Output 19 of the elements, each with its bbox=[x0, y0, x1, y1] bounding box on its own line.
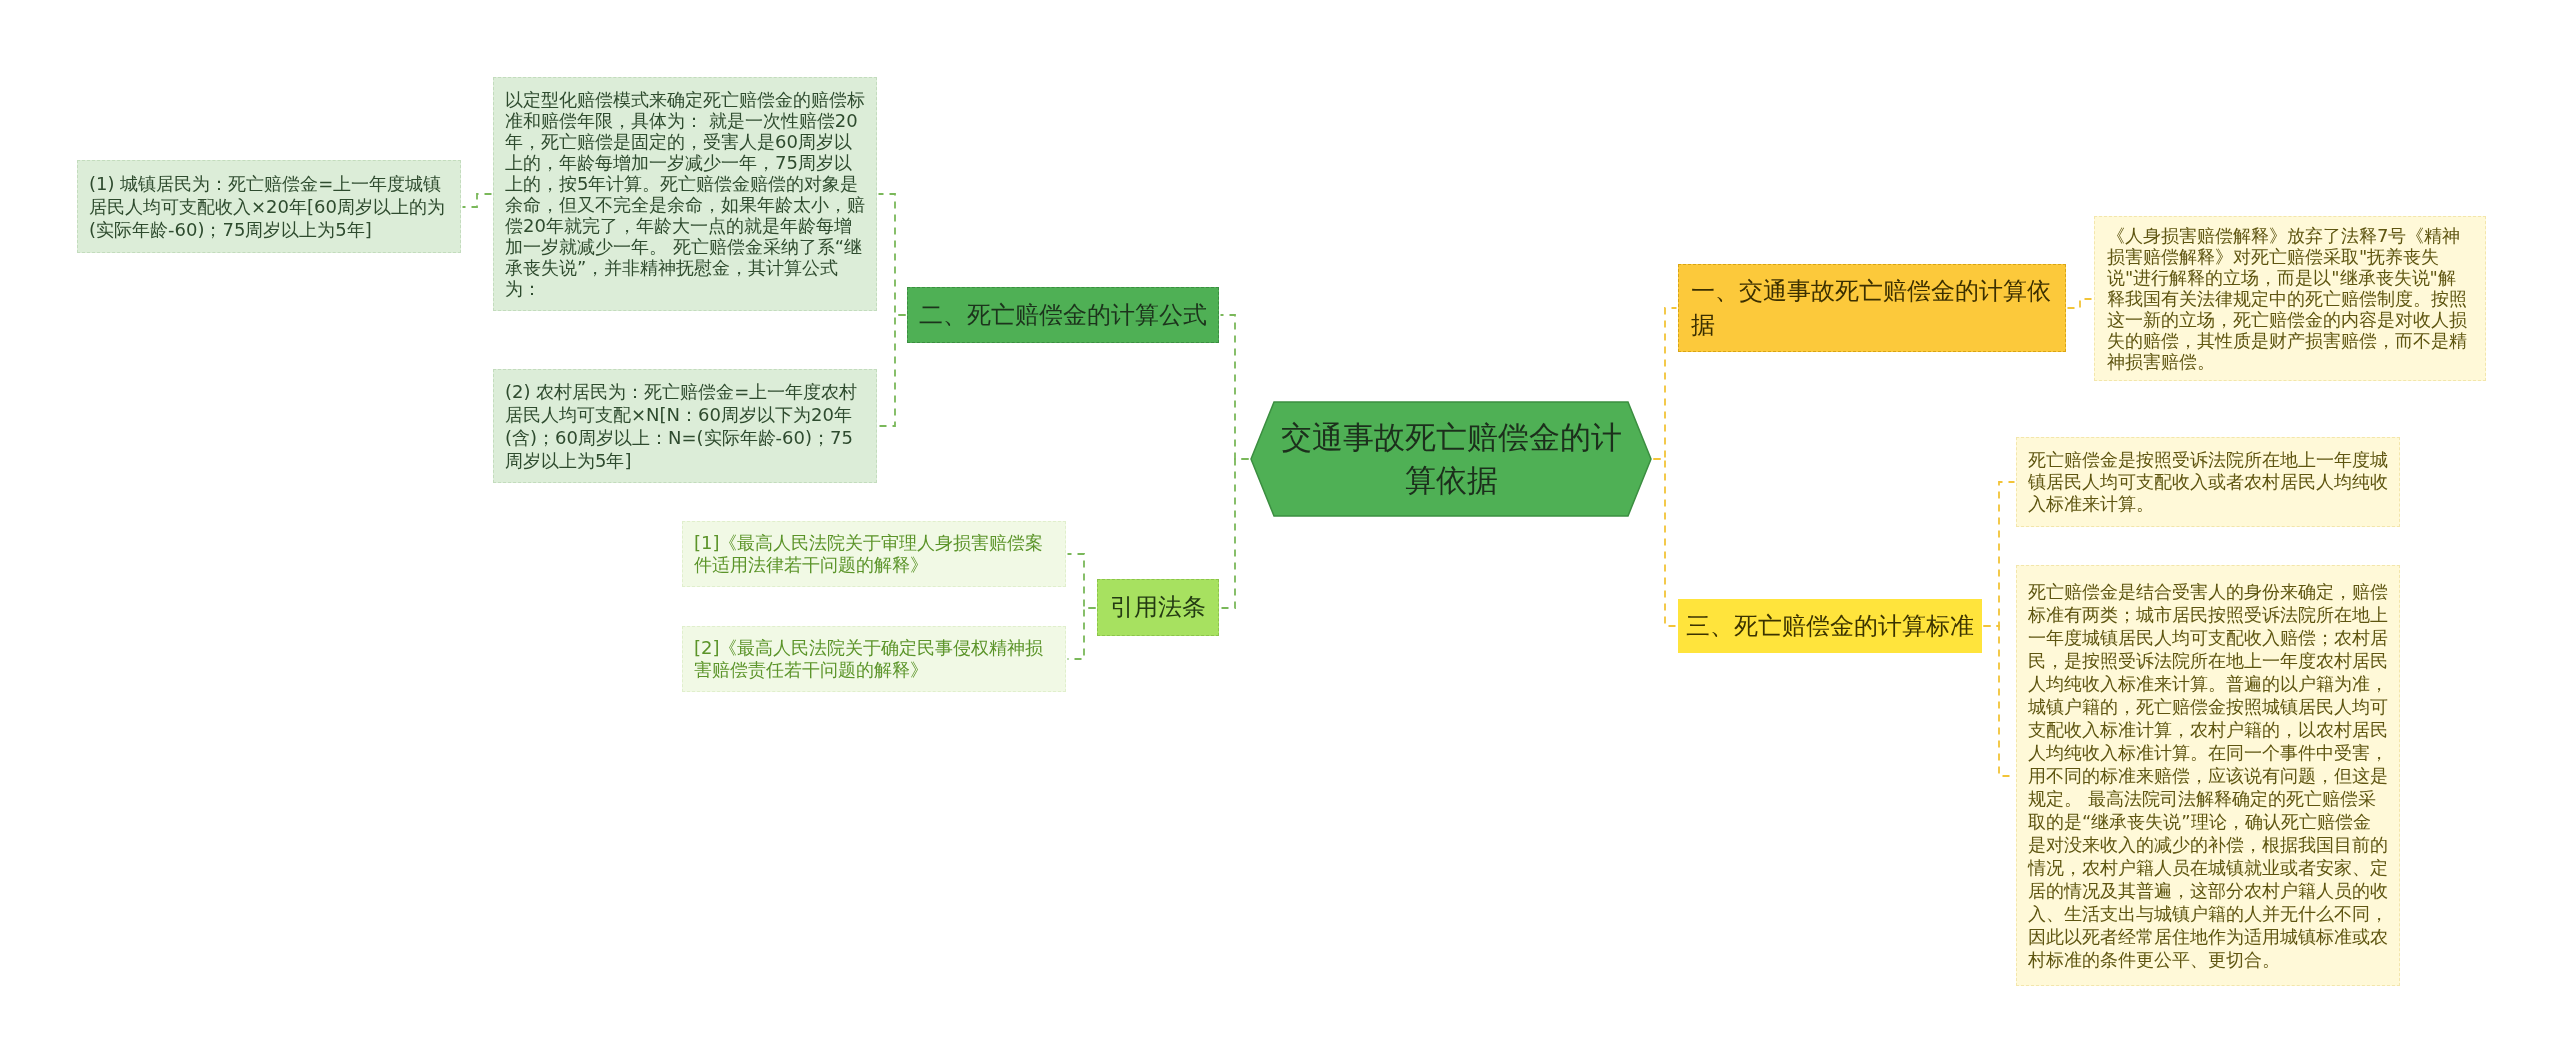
note-box: (2) 农村居民为：死亡赔偿金=上一年度农村居民人均可支配×N[N：60周岁以下为20年(含)；60周岁以上：N=(实际年龄-60)；75周岁以上为5年] bbox=[493, 369, 877, 483]
central-topic-hexagon: 交通事故死亡赔偿金的计算依据 bbox=[1250, 401, 1652, 517]
note-box: 《人身损害赔偿解释》放弃了法释7号《精神损害赔偿解释》对死亡赔偿采取"抚养丧失说"进行解释的立场，而是以"继承丧失说"解释我国有关法律规定中的死亡赔偿制度。按照这一新的立场，死亡赔偿金的内容是对收人损失的赔偿，其性质是财产损害赔偿，而不是精神损害赔偿。 bbox=[2094, 216, 2486, 381]
connector-line bbox=[1219, 458, 1250, 609]
connector-line bbox=[1066, 607, 1097, 660]
topic-box: 二、死亡赔偿金的计算公式 bbox=[907, 287, 1219, 343]
topic-box: 引用法条 bbox=[1097, 579, 1219, 636]
connector-line bbox=[1652, 458, 1678, 627]
note-box: (1) 城镇居民为：死亡赔偿金=上一年度城镇居民人均可支配收入×20年[60周岁以上的为(实际年龄-60)；75周岁以上为5年] bbox=[77, 160, 461, 253]
connector-line bbox=[2066, 298, 2094, 309]
note-box: 以定型化赔偿模式来确定死亡赔偿金的赔偿标准和赔偿年限，具体为： 就是一次性赔偿20年，死亡赔偿是固定的，受害人是60周岁以上的，年龄每增加一岁减少一年，75周岁以上的，按5年计算。死亡赔偿金赔偿的对象是余命，但又不完全是余命，如果年龄太小，赔偿20年就完了，年龄大一点的就是年龄每增加一岁就减少一年。 死亡赔偿金采纳了系“继承丧失说”，并非精神抚慰金，其计算公式为： bbox=[493, 77, 877, 311]
note-box: 死亡赔偿金是按照受诉法院所在地上一年度城镇居民人均可支配收入或者农村居民人均纯收入标准来计算。 bbox=[2016, 437, 2400, 527]
topic-box: 一、交通事故死亡赔偿金的计算依据 bbox=[1678, 264, 2066, 352]
connector-line bbox=[877, 314, 907, 427]
note-box: [2]《最高人民法院关于确定民事侵权精神损害赔偿责任若干问题的解释》 bbox=[682, 626, 1066, 692]
note-box: 死亡赔偿金是结合受害人的身份来确定，赔偿标准有两类；城市居民按照受诉法院所在地上一年度城镇居民人均可支配收入赔偿；农村居民，是按照受诉法院所在地上一年度农村居民人均纯收入标准来计算。普遍的以户籍为准，城镇户籍的，死亡赔偿金按照城镇居民人均可支配收入标准计算，农村户籍的，以农村居民人均纯收入标准计算。在同一个事件中受害，用不同的标准来赔偿，应该说有问题，但这是规定。 最高法院司法解释确定的死亡赔偿采取的是“继承丧失说”理论，确认死亡赔偿金是对没来收入的减少的补偿，根据我国目前的情况，农村户籍人员在城镇就业或者安家、定居的情况及其普遍，这部分农村户籍人员的收入、生活支出与城镇户籍的人并无什么不同，因此以死者经常居住地作为适用城镇标准或农村标准的条件更公平、更切合。 bbox=[2016, 565, 2400, 986]
topic-box: 三、死亡赔偿金的计算标准 bbox=[1678, 599, 1982, 653]
note-box: [1]《最高人民法院关于审理人身损害赔偿案件适用法律若干问题的解释》 bbox=[682, 521, 1066, 587]
connector-line bbox=[461, 193, 493, 208]
